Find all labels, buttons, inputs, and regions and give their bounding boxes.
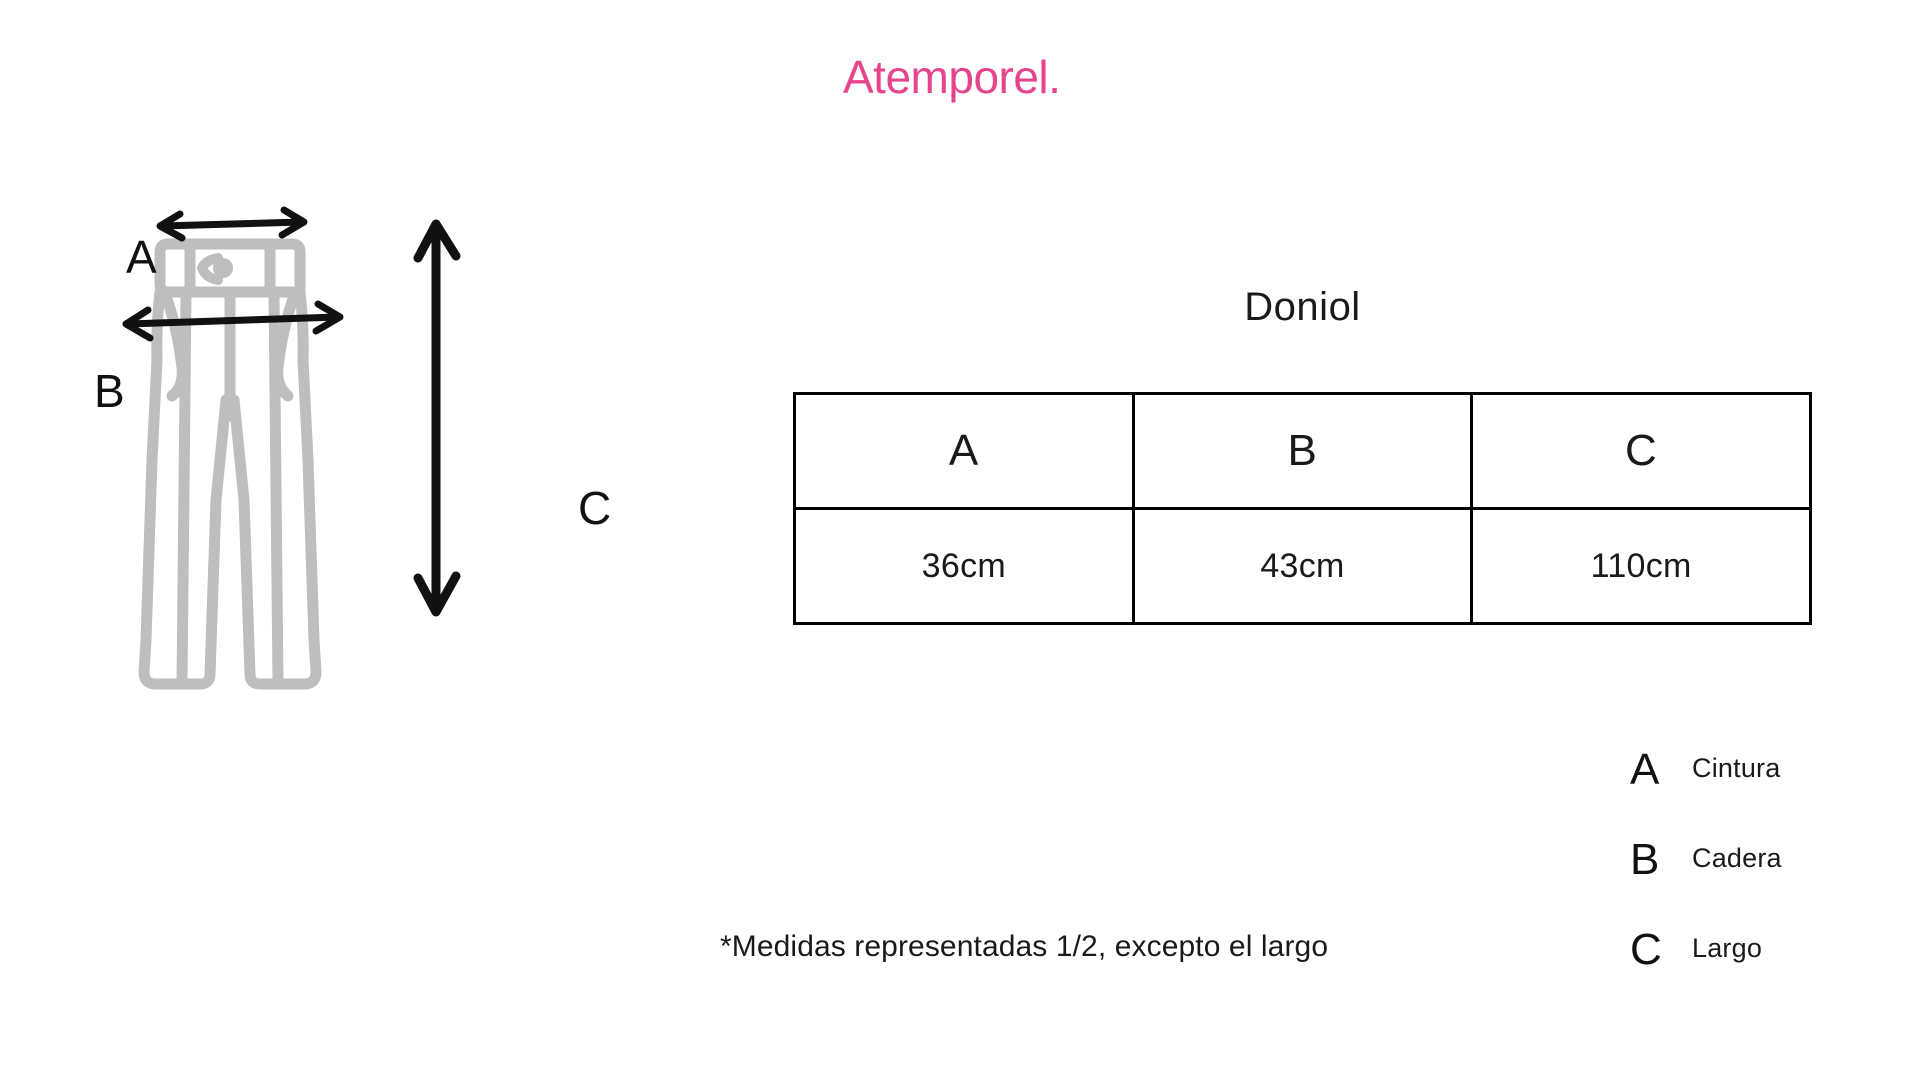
legend-letter-c: C [1630,925,1662,974]
trousers-outline [138,238,322,690]
table-header-c: C [1470,392,1812,510]
table-header-a: A [793,392,1135,510]
arrow-c-length [413,219,461,617]
legend-item-c: C Largo [1630,905,1890,995]
legend-text-b: Cadera [1692,842,1782,873]
size-table: A B C 36cm 43cm 110cm [793,392,1812,625]
product-title: Doniol [1244,285,1361,329]
arrow-b-hip [122,300,344,342]
button-detail [197,253,223,285]
legend-text-a: Cintura [1692,752,1781,783]
pocket-right [272,290,300,402]
measurement-legend: A Cintura B Cadera C Largo [1630,725,1890,995]
legend-letter-a: A [1630,745,1660,794]
table-header-row: A B C [793,392,1812,510]
table-value-row: 36cm 43cm 110cm [793,507,1812,625]
callout-label-b: B [94,365,125,417]
arrow-a-waist [156,206,308,242]
brand-logo: Atemporel. [843,51,1061,103]
trousers-diagram-svg [122,206,461,690]
table-value-b: 43cm [1131,507,1474,625]
legend-item-a: A Cintura [1630,725,1890,815]
legend-letter-b: B [1630,835,1660,884]
button-dot [213,258,233,278]
callout-label-c: C [578,482,612,534]
callout-label-a: A [126,231,157,283]
legend-item-b: B Cadera [1630,815,1890,905]
table-header-b: B [1131,392,1474,510]
right-leg-outline [228,286,322,690]
legend-text-c: Largo [1692,932,1763,963]
pocket-left [160,290,188,402]
left-leg-outline [138,286,232,690]
measurement-footnote: *Medidas representadas 1/2, excepto el l… [720,930,1329,963]
table-value-c: 110cm [1470,507,1812,625]
table-value-a: 36cm [793,507,1135,625]
trousers-illustration [60,200,680,840]
